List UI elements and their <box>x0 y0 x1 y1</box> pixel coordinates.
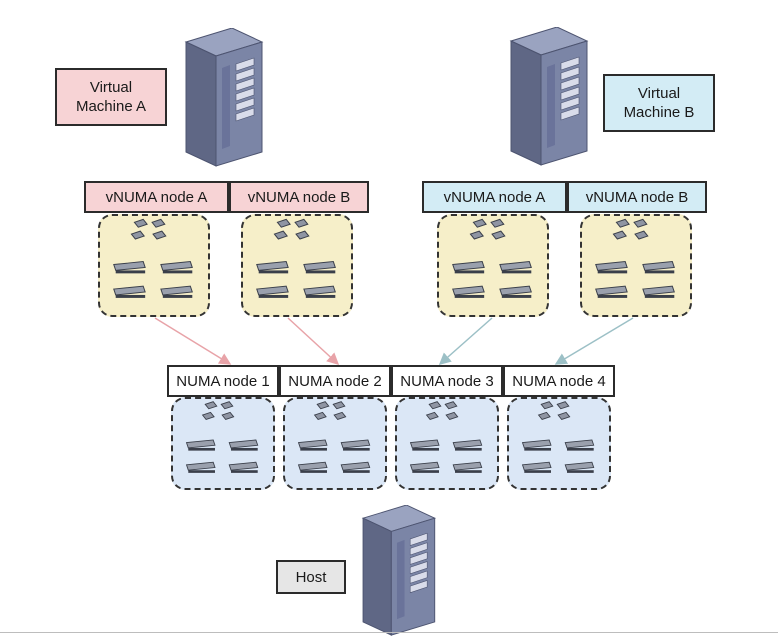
vm-a-vnuma-node-a-tile <box>98 214 210 317</box>
numa-node-4-tile <box>507 397 611 490</box>
cpu-memory-icon <box>439 216 547 315</box>
bottom-divider <box>0 632 778 633</box>
arrow-vm-b-node-b-to-numa-4 <box>554 317 634 365</box>
vm-b-vnuma-node-a-label: vNUMA node A <box>422 181 567 213</box>
vm-a-vnuma-node-a-label: vNUMA node A <box>84 181 229 213</box>
numa-node-2-label: NUMA node 2 <box>279 365 391 397</box>
cpu-memory-icon <box>243 216 351 315</box>
vm-b-label: Virtual Machine B <box>603 74 715 132</box>
vm-b-server-icon <box>505 27 589 167</box>
numa-node-3-tile <box>395 397 499 490</box>
numa-node-4-label: NUMA node 4 <box>503 365 615 397</box>
vm-a-label: Virtual Machine A <box>55 68 167 126</box>
cpu-memory-icon <box>173 399 273 488</box>
numa-node-1-tile <box>171 397 275 490</box>
cpu-memory-icon <box>582 216 690 315</box>
host-server-icon <box>355 505 439 637</box>
numa-node-2-tile <box>283 397 387 490</box>
arrow-vm-a-node-b-to-numa-2 <box>287 317 340 366</box>
vm-a-vnuma-node-b-label: vNUMA node B <box>229 181 369 213</box>
arrow-vm-b-node-a-to-numa-3 <box>438 317 493 365</box>
vm-a-vnuma-node-b-tile <box>241 214 353 317</box>
vm-b-vnuma-node-b-label: vNUMA node B <box>567 181 707 213</box>
cpu-memory-icon <box>397 399 497 488</box>
vm-b-vnuma-node-a-tile <box>437 214 549 317</box>
cpu-memory-icon <box>285 399 385 488</box>
vm-a-server-icon <box>180 28 264 168</box>
cpu-memory-icon <box>509 399 609 488</box>
cpu-memory-icon <box>100 216 208 315</box>
host-label: Host <box>276 560 346 594</box>
numa-node-3-label: NUMA node 3 <box>391 365 503 397</box>
vm-b-vnuma-node-b-tile <box>580 214 692 317</box>
numa-node-1-label: NUMA node 1 <box>167 365 279 397</box>
arrow-vm-a-node-a-to-numa-1 <box>154 317 232 365</box>
